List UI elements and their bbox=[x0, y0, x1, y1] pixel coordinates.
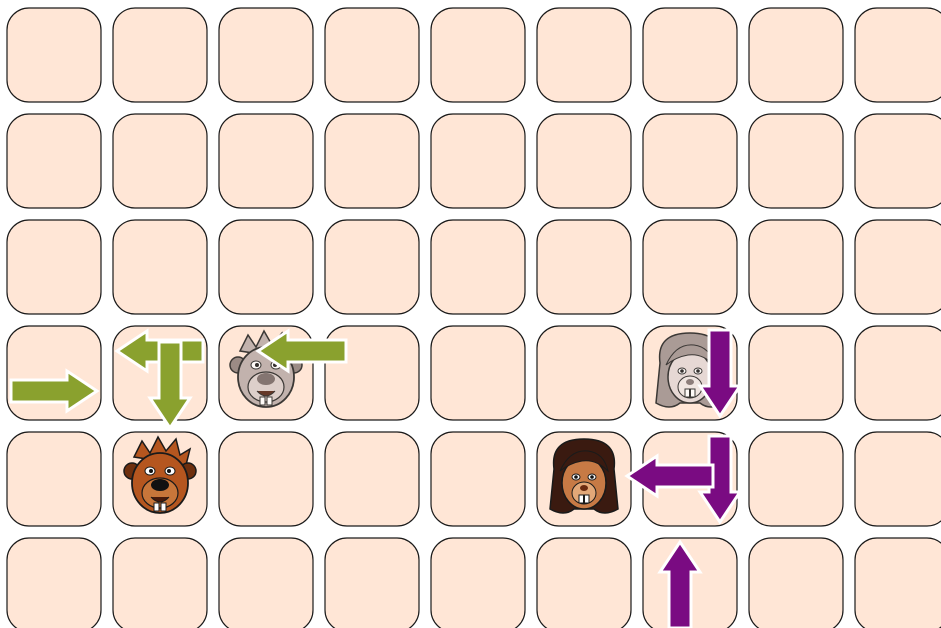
board-tile[interactable] bbox=[219, 114, 313, 208]
board-tile[interactable] bbox=[325, 538, 419, 628]
board-tile[interactable] bbox=[325, 220, 419, 314]
board-tile[interactable] bbox=[219, 538, 313, 628]
board-tile[interactable] bbox=[113, 8, 207, 102]
board-tile[interactable] bbox=[7, 538, 101, 628]
board-tile[interactable] bbox=[7, 8, 101, 102]
board-tile[interactable] bbox=[113, 538, 207, 628]
board-tile[interactable] bbox=[7, 432, 101, 526]
board-tile[interactable] bbox=[855, 538, 941, 628]
board-tile[interactable] bbox=[113, 114, 207, 208]
board-tile[interactable] bbox=[855, 8, 941, 102]
girl-beaver-icon bbox=[550, 439, 618, 513]
board-tile[interactable] bbox=[7, 220, 101, 314]
board-tile[interactable] bbox=[749, 220, 843, 314]
board-tile[interactable] bbox=[749, 432, 843, 526]
board-tile[interactable] bbox=[537, 538, 631, 628]
board-tile[interactable] bbox=[431, 538, 525, 628]
board-tile[interactable] bbox=[431, 326, 525, 420]
board-tile[interactable] bbox=[643, 114, 737, 208]
board-tile[interactable] bbox=[431, 114, 525, 208]
board-tile[interactable] bbox=[855, 326, 941, 420]
board-tile[interactable] bbox=[113, 220, 207, 314]
tile-grid bbox=[7, 8, 941, 628]
board-tile[interactable] bbox=[537, 114, 631, 208]
board-tile[interactable] bbox=[643, 8, 737, 102]
board-tile[interactable] bbox=[537, 326, 631, 420]
board-tile[interactable] bbox=[749, 114, 843, 208]
board-tile[interactable] bbox=[749, 326, 843, 420]
character-layer bbox=[124, 331, 724, 513]
board-tile[interactable] bbox=[431, 432, 525, 526]
board-tile[interactable] bbox=[7, 114, 101, 208]
board-tile[interactable] bbox=[855, 432, 941, 526]
board-tile[interactable] bbox=[431, 8, 525, 102]
board-tile[interactable] bbox=[325, 432, 419, 526]
board-tile[interactable] bbox=[219, 432, 313, 526]
board-tile[interactable] bbox=[219, 220, 313, 314]
board-tile[interactable] bbox=[431, 220, 525, 314]
board-tile[interactable] bbox=[537, 8, 631, 102]
board-tile[interactable] bbox=[749, 8, 843, 102]
board-tile[interactable] bbox=[325, 114, 419, 208]
board-tile[interactable] bbox=[749, 538, 843, 628]
board-tile[interactable] bbox=[855, 220, 941, 314]
board-tile[interactable] bbox=[7, 326, 101, 420]
board-tile[interactable] bbox=[643, 220, 737, 314]
board-tile[interactable] bbox=[855, 114, 941, 208]
board-tile[interactable] bbox=[537, 220, 631, 314]
board-tile[interactable] bbox=[219, 8, 313, 102]
board-tile[interactable] bbox=[325, 8, 419, 102]
